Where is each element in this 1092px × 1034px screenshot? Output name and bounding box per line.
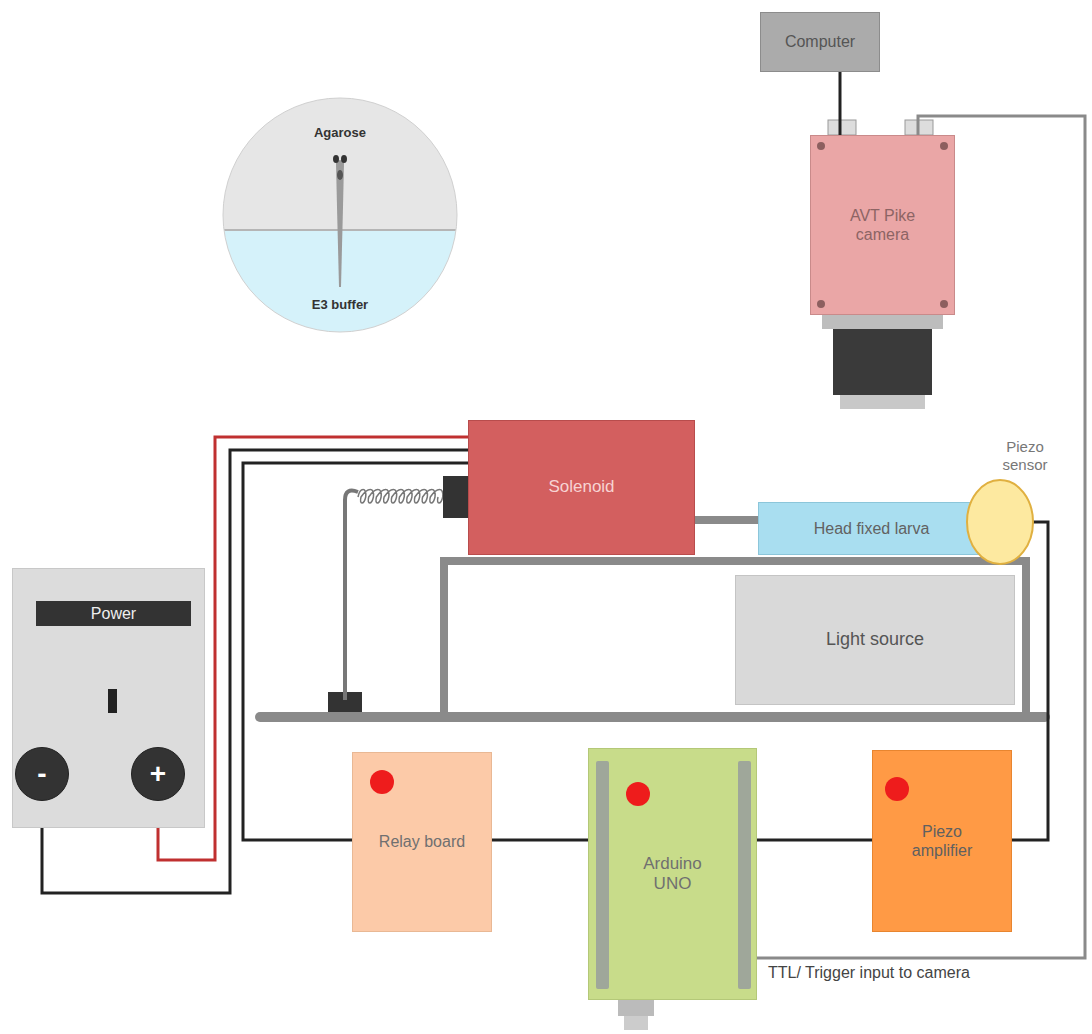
board-detail <box>885 777 909 801</box>
drawing-part <box>1022 557 1030 717</box>
camera-box: AVT Pike camera <box>810 135 955 315</box>
board-detail <box>940 300 948 308</box>
node-label: Piezo sensor <box>990 438 1060 474</box>
node-label: Computer <box>785 32 855 51</box>
spring-stand <box>328 476 468 712</box>
wire <box>757 839 872 842</box>
wire <box>492 839 588 842</box>
drawing-part <box>440 557 1030 565</box>
signal-label: TTL/ Trigger input to camera <box>766 964 972 982</box>
drawing-part <box>345 491 358 700</box>
board-detail <box>596 761 609 989</box>
board-detail <box>370 770 394 794</box>
drawing-part <box>358 490 443 504</box>
node-label: E3 buffer <box>222 297 458 313</box>
piezo-amplifier: Piezo amplifier <box>872 750 1012 932</box>
node-label: Power <box>36 601 191 626</box>
drawing-part <box>222 97 458 333</box>
node-label: + <box>150 757 166 791</box>
node-label: - <box>37 757 46 791</box>
drawing-part <box>828 120 856 135</box>
board-detail <box>738 761 751 989</box>
drawing-part <box>333 155 339 163</box>
usb-port <box>618 1000 654 1030</box>
drawing-part <box>618 1000 654 1016</box>
larva-box: Head fixed larva <box>758 502 985 555</box>
board-detail <box>626 782 650 806</box>
larva-body <box>336 160 344 287</box>
node-label: Piezo amplifier <box>897 822 987 860</box>
drawing-part <box>341 155 347 163</box>
drawing-part <box>255 712 1050 722</box>
drawing-part <box>840 395 925 409</box>
wire <box>839 72 842 135</box>
node-label: Solenoid <box>548 477 614 497</box>
node-label: Agarose <box>222 125 458 141</box>
node-label: Relay board <box>379 832 465 851</box>
wire <box>757 116 1085 958</box>
node-label: Arduino UNO <box>633 854 713 895</box>
arduino-board: Arduino UNO <box>588 748 757 1000</box>
board-detail <box>940 142 948 150</box>
wire <box>695 516 758 524</box>
light-source-box: Light source <box>735 575 1015 705</box>
drawing-part <box>967 480 1033 564</box>
solenoid-box: Solenoid <box>468 420 695 555</box>
drawing-part <box>443 476 468 518</box>
drawing-part <box>833 329 932 395</box>
drawing-part <box>223 98 457 332</box>
drawing-part <box>440 557 448 717</box>
node-label: Head fixed larva <box>814 519 930 538</box>
piezo-sensor: Piezo sensor <box>962 436 1062 568</box>
power-supply: - + Power <box>12 568 205 828</box>
platform <box>255 557 1050 722</box>
terminal: - <box>15 747 69 801</box>
terminal: + <box>131 747 185 801</box>
board-detail <box>817 300 825 308</box>
drawing-part <box>624 1016 648 1030</box>
relay-board: Relay board <box>352 752 492 932</box>
node-label: AVT Pike camera <box>848 206 918 244</box>
sensor-ellipse <box>962 436 1062 568</box>
wire <box>1012 522 1048 840</box>
larva-mount-inset: Agarose E3 buffer <box>222 97 458 333</box>
drawing-part <box>822 315 943 329</box>
node-label: Light source <box>826 629 924 651</box>
board-detail <box>817 142 825 150</box>
board-detail <box>108 689 117 713</box>
drawing-part <box>337 170 343 180</box>
computer-box: Computer <box>760 12 880 72</box>
